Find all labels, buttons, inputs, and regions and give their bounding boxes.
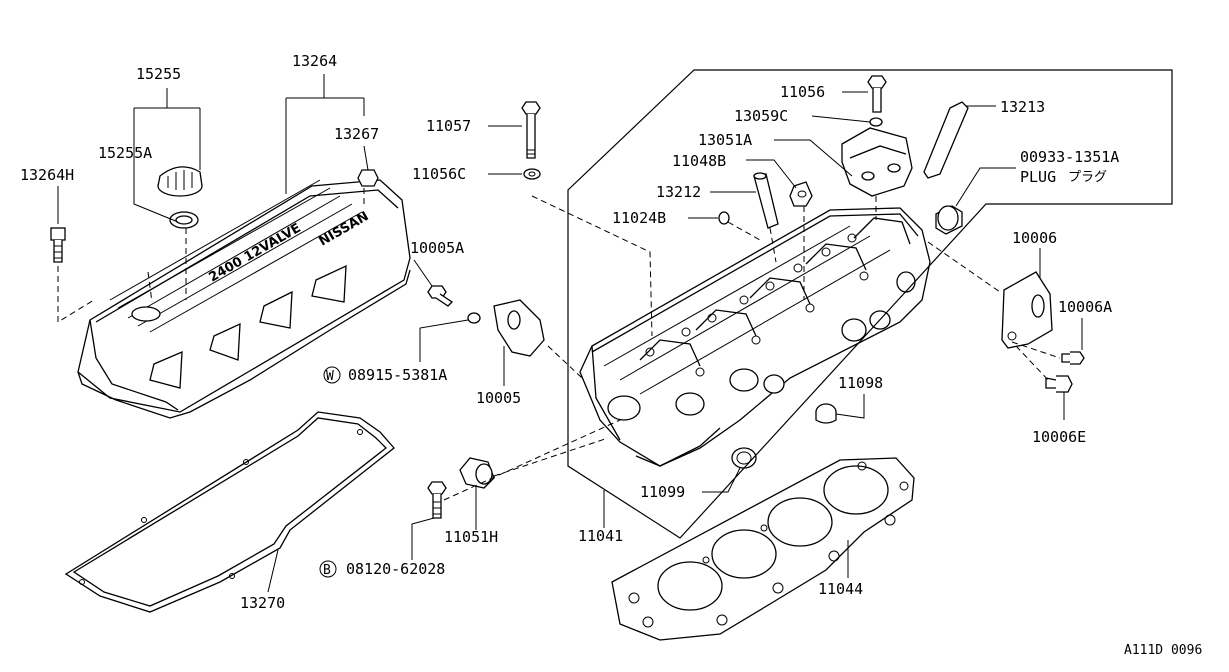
figure-code: A111D 0096 (1124, 643, 1202, 658)
leader-lines (57, 74, 1083, 593)
plug-00933 (935, 205, 963, 235)
label-11056: 11056 (780, 83, 825, 101)
seal-11099 (731, 447, 757, 469)
bolt-10006E (1045, 375, 1073, 393)
bracket-10006 (1001, 271, 1053, 349)
bolt-11056 (867, 75, 887, 113)
tube-13213 (923, 101, 969, 179)
bolt-13264H (50, 227, 66, 263)
label-10005A: 10005A (410, 239, 464, 257)
label-11041: 11041 (578, 527, 623, 545)
label-08120-prefix: B (323, 563, 331, 578)
bolt-08120 (427, 481, 447, 519)
label-11048B: 11048B (672, 152, 726, 170)
plug-11051H (459, 457, 495, 489)
label-11098: 11098 (838, 374, 883, 392)
label-08915: 08915-5381A (348, 366, 447, 384)
bracket-10005 (493, 299, 545, 357)
label-13264H: 13264H (20, 166, 74, 184)
part-labels: 15255 13264 13267 15255A 13264H 11057 11… (20, 52, 1202, 658)
label-13051A: 13051A (698, 131, 752, 149)
rocker-cover-gasket (64, 411, 395, 613)
label-10006A: 10006A (1058, 298, 1112, 316)
washer-08915 (467, 312, 481, 324)
label-08915-prefix: W (326, 369, 334, 384)
bolt-11057 (521, 101, 541, 159)
label-15255: 15255 (136, 65, 181, 83)
assembly-outline (567, 69, 1173, 539)
oil-filler-cap (157, 166, 203, 197)
label-00933: 00933-1351A (1020, 148, 1119, 166)
plug-11024B (718, 211, 730, 225)
bolt-10006A (1061, 351, 1085, 365)
cap-gasket (169, 211, 199, 229)
label-10006E: 10006E (1032, 428, 1086, 446)
sleeve-11048B (789, 181, 813, 207)
cylinder-head (579, 207, 931, 467)
bolt-10005A (427, 285, 454, 307)
rocker-cover: NISSAN 2400 12VALVE (77, 179, 411, 419)
label-15255A: 15255A (98, 144, 152, 162)
label-11024B: 11024B (612, 209, 666, 227)
label-10006: 10006 (1012, 229, 1057, 247)
label-13212: 13212 (656, 183, 701, 201)
grommet-13267 (357, 169, 379, 187)
label-11057: 11057 (426, 117, 471, 135)
head-gasket (611, 457, 915, 641)
label-13267: 13267 (334, 125, 379, 143)
cam-bracket-13051A (841, 127, 913, 197)
label-13270: 13270 (240, 594, 285, 612)
label-13264: 13264 (292, 52, 337, 70)
label-13213: 13213 (1000, 98, 1045, 116)
label-plug: PLUG (1020, 168, 1056, 186)
label-13059C: 13059C (734, 107, 788, 125)
label-11051H: 11051H (444, 528, 498, 546)
label-plug-jp: プラグ (1068, 170, 1107, 185)
washer-13059C (869, 117, 883, 127)
label-11056C: 11056C (412, 165, 466, 183)
pin-13212 (753, 172, 779, 229)
label-08915-group: W 08915-5381A (323, 366, 447, 384)
label-11099: 11099 (640, 483, 685, 501)
label-11044: 11044 (818, 580, 863, 598)
washer-11056C (523, 168, 541, 180)
label-08120: 08120-62028 (346, 560, 445, 578)
seal-11098 (815, 403, 837, 424)
label-08120-group: B 08120-62028 (319, 560, 445, 578)
label-10005: 10005 (476, 389, 521, 407)
alignment-lines (57, 188, 1061, 501)
